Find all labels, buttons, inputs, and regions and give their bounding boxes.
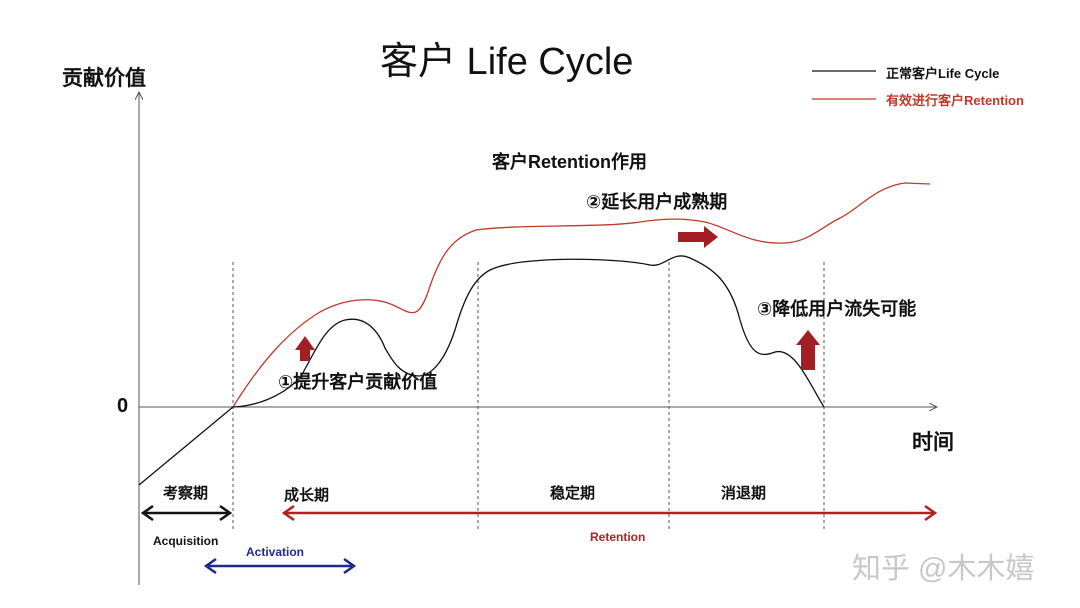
legend-retention-label: 有效进行客户Retention [886, 93, 1024, 108]
diagram-title: 客户 Life Cycle [380, 41, 634, 83]
phase-label-growth: 成长期 [284, 487, 330, 504]
annotation-extend-maturity: ②延长用户成熟期 [586, 192, 728, 212]
annotation-increase-value: ①提升客户贡献价值 [278, 372, 438, 392]
span-label-activation: Activation [246, 545, 305, 559]
watermark: 知乎 @木木嬉 [852, 553, 1035, 585]
right-arrow [678, 226, 718, 248]
span-label-acquisition: Acquisition [153, 534, 219, 548]
phase-label-stable: 稳定期 [550, 485, 596, 502]
phase-label-decline: 消退期 [721, 485, 767, 502]
span-label-retention: Retention [590, 530, 646, 544]
normal-curve [138, 255, 825, 486]
y-axis-label: 贡献价值 [62, 67, 146, 90]
phase-label-exploration: 考察期 [163, 485, 209, 502]
legend-normal-label: 正常客户Life Cycle [886, 66, 1000, 81]
annotation-reduce-churn: ③降低用户流失可能 [757, 299, 917, 319]
retention-effect-title: 客户Retention作用 [492, 152, 647, 172]
x-axis-label: 时间 [912, 431, 954, 454]
retention-curve [232, 182, 931, 408]
up-arrow-2 [796, 330, 820, 370]
up-arrow-1 [295, 336, 315, 361]
zero-label: 0 [117, 395, 129, 417]
